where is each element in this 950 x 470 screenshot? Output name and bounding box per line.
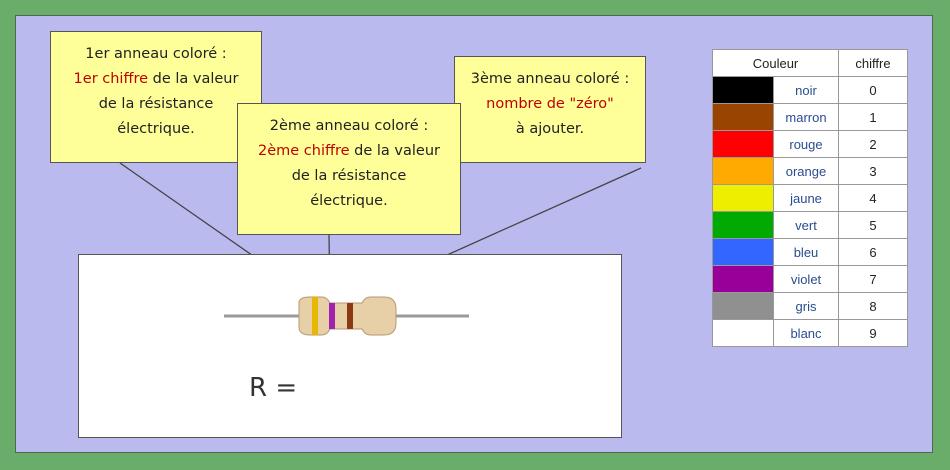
note-third-line3: à ajouter. xyxy=(515,121,585,137)
color-digit: 7 xyxy=(838,265,908,293)
color-name: violet xyxy=(773,265,839,293)
color-swatch xyxy=(712,130,774,158)
color-digit: 9 xyxy=(838,319,908,347)
resistor-band-1 xyxy=(312,297,318,335)
color-swatch xyxy=(712,211,774,239)
resistor-panel: R = xyxy=(78,254,622,438)
color-swatch xyxy=(712,238,774,266)
color-name: jaune xyxy=(773,184,839,212)
resistor-band-3 xyxy=(347,303,353,329)
note-second-band: 2ème anneau coloré : 2ème chiffre de la … xyxy=(237,103,461,235)
header-digit: chiffre xyxy=(838,49,908,77)
resistor-band-2 xyxy=(329,303,335,329)
note-first-line4: électrique. xyxy=(117,121,195,137)
color-digit: 1 xyxy=(838,103,908,131)
note-second-line3: de la résistance xyxy=(291,168,407,184)
color-swatch xyxy=(712,76,774,104)
header-color: Couleur xyxy=(712,49,839,77)
note-first-line1: 1er anneau coloré : xyxy=(85,46,227,62)
color-swatch xyxy=(712,292,774,320)
color-swatch xyxy=(712,319,774,347)
color-name: noir xyxy=(773,76,839,104)
color-name: marron xyxy=(773,103,839,131)
color-digit: 5 xyxy=(838,211,908,239)
color-digit: 0 xyxy=(838,76,908,104)
color-table-header-row: Couleur chiffre xyxy=(712,49,908,77)
resistor-image xyxy=(224,296,469,336)
color-digit: 8 xyxy=(838,292,908,320)
color-name: bleu xyxy=(773,238,839,266)
color-name: orange xyxy=(773,157,839,185)
color-swatch xyxy=(712,265,774,293)
color-swatch xyxy=(712,184,774,212)
note-third-highlight: nombre de "zéro" xyxy=(486,96,614,112)
note-first-rest: de la valeur xyxy=(148,71,239,87)
note-second-rest: de la valeur xyxy=(349,143,440,159)
color-name: vert xyxy=(773,211,839,239)
color-swatch xyxy=(712,103,774,131)
note-third-band: 3ème anneau coloré : nombre de "zéro" à … xyxy=(454,56,646,163)
color-swatch xyxy=(712,157,774,185)
note-third-line1: 3ème anneau coloré : xyxy=(470,71,630,87)
color-digit: 4 xyxy=(838,184,908,212)
color-digit: 6 xyxy=(838,238,908,266)
note-first-line3: de la résistance xyxy=(98,96,214,112)
note-first-band: 1er anneau coloré : 1er chiffre de la va… xyxy=(50,31,262,163)
color-name: gris xyxy=(773,292,839,320)
note-second-line4: électrique. xyxy=(310,193,388,209)
color-name: blanc xyxy=(773,319,839,347)
color-digit: 2 xyxy=(838,130,908,158)
color-name: rouge xyxy=(773,130,839,158)
resistance-result-label: R = xyxy=(249,373,298,403)
note-first-highlight: 1er chiffre xyxy=(73,71,149,87)
note-second-line1: 2ème anneau coloré : xyxy=(269,118,429,134)
note-second-highlight: 2ème chiffre xyxy=(258,143,350,159)
diagram-canvas: 1er anneau coloré : 1er chiffre de la va… xyxy=(15,15,933,453)
color-digit: 3 xyxy=(838,157,908,185)
